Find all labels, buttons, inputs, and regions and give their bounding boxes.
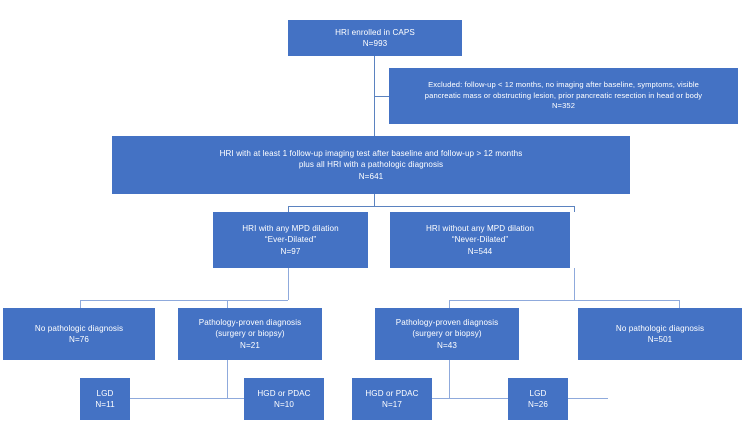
connector-to-never-dilated bbox=[574, 206, 575, 212]
node-never-path-label-line2: (surgery or biopsy) bbox=[412, 329, 482, 339]
node-never-dilated-label-line1: HRI without any MPD dilation bbox=[425, 223, 535, 233]
node-ever-pathology-proven[interactable]: Pathology-proven diagnosis (surgery or b… bbox=[178, 308, 322, 360]
node-never-no-path-count: N=501 bbox=[647, 335, 673, 344]
connector-to-ever-path bbox=[227, 300, 228, 308]
node-excluded[interactable]: Excluded: follow-up < 12 months, no imag… bbox=[389, 68, 738, 124]
node-ever-path-label-line2: (surgery or biopsy) bbox=[215, 329, 285, 339]
connector-included-split-bar bbox=[288, 206, 575, 207]
connector-never-split-bar bbox=[449, 300, 679, 301]
node-never-dilated-label-line2: “Never-Dilated” bbox=[451, 235, 509, 245]
node-excluded-label-line2: pancreatic mass or obstructing lesion, p… bbox=[424, 90, 703, 100]
node-hri-enrolled[interactable]: HRI enrolled in CAPS N=993 bbox=[288, 20, 462, 56]
connector-to-never-no-path bbox=[679, 300, 680, 308]
node-never-hgd-or-pdac[interactable]: HGD or PDAC N=17 bbox=[352, 378, 432, 420]
connector-never-path-down bbox=[449, 360, 450, 399]
node-included[interactable]: HRI with at least 1 follow-up imaging te… bbox=[112, 136, 630, 194]
node-never-path-label-line1: Pathology-proven diagnosis bbox=[395, 317, 499, 327]
node-hri-enrolled-count: N=993 bbox=[362, 39, 388, 48]
node-never-dilated[interactable]: HRI without any MPD dilation “Never-Dila… bbox=[390, 212, 570, 268]
node-ever-hgd-count: N=10 bbox=[274, 400, 294, 409]
node-excluded-label-line1: Excluded: follow-up < 12 months, no imag… bbox=[428, 79, 699, 89]
node-excluded-count: N=352 bbox=[551, 101, 576, 111]
node-ever-dilated-count: N=97 bbox=[280, 246, 301, 256]
node-included-label-line2: plus all HRI with a pathologic diagnosis bbox=[298, 160, 444, 170]
node-included-label-line1: HRI with at least 1 follow-up imaging te… bbox=[219, 148, 523, 158]
connector-ever-path-down bbox=[227, 360, 228, 399]
connector-never-dilated-down bbox=[574, 268, 575, 300]
connector-to-never-path bbox=[449, 300, 450, 308]
node-never-lgd-label: LGD bbox=[529, 388, 547, 398]
node-ever-lgd-count: N=11 bbox=[95, 400, 115, 409]
node-never-no-path-label: No pathologic diagnosis bbox=[615, 323, 705, 333]
node-ever-no-path-label: No pathologic diagnosis bbox=[34, 323, 124, 333]
node-ever-dilated-label-line2: “Ever-Dilated” bbox=[264, 235, 317, 245]
node-never-path-count: N=43 bbox=[437, 340, 457, 350]
node-ever-no-path-count: N=76 bbox=[69, 335, 89, 344]
connector-included-down bbox=[374, 194, 375, 206]
connector-never-path-to-hgd bbox=[432, 398, 449, 399]
node-never-dilated-count: N=544 bbox=[467, 246, 493, 256]
connector-to-ever-no-path bbox=[80, 300, 81, 308]
connector-ever-split-bar bbox=[80, 300, 288, 301]
connector-to-ever-dilated bbox=[288, 206, 289, 212]
node-hri-enrolled-label: HRI enrolled in CAPS bbox=[335, 27, 415, 37]
node-never-no-pathologic-diagnosis[interactable]: No pathologic diagnosis N=501 bbox=[578, 308, 742, 360]
connector-ever-path-to-hgd bbox=[227, 398, 244, 399]
node-never-pathology-proven[interactable]: Pathology-proven diagnosis (surgery or b… bbox=[375, 308, 519, 360]
node-ever-lgd[interactable]: LGD N=11 bbox=[80, 378, 130, 420]
connector-enrolled-to-excluded bbox=[374, 96, 389, 97]
node-never-lgd-count: N=26 bbox=[528, 400, 548, 409]
node-ever-hgd-label: HGD or PDAC bbox=[257, 388, 311, 398]
node-ever-lgd-label: LGD bbox=[96, 388, 114, 398]
connector-ever-dilated-down bbox=[288, 268, 289, 300]
node-never-hgd-label: HGD or PDAC bbox=[365, 388, 419, 398]
node-ever-hgd-or-pdac[interactable]: HGD or PDAC N=10 bbox=[244, 378, 324, 420]
connector-ever-path-to-lgd bbox=[130, 398, 227, 399]
node-ever-path-label-line1: Pathology-proven diagnosis bbox=[198, 317, 302, 327]
node-ever-dilated[interactable]: HRI with any MPD dilation “Ever-Dilated”… bbox=[213, 212, 368, 268]
node-never-hgd-count: N=17 bbox=[382, 400, 402, 409]
node-ever-dilated-label-line1: HRI with any MPD dilation bbox=[242, 223, 339, 233]
node-ever-no-pathologic-diagnosis[interactable]: No pathologic diagnosis N=76 bbox=[3, 308, 155, 360]
node-ever-path-count: N=21 bbox=[240, 340, 260, 350]
node-included-count: N=641 bbox=[358, 171, 384, 181]
node-never-lgd[interactable]: LGD N=26 bbox=[508, 378, 568, 420]
